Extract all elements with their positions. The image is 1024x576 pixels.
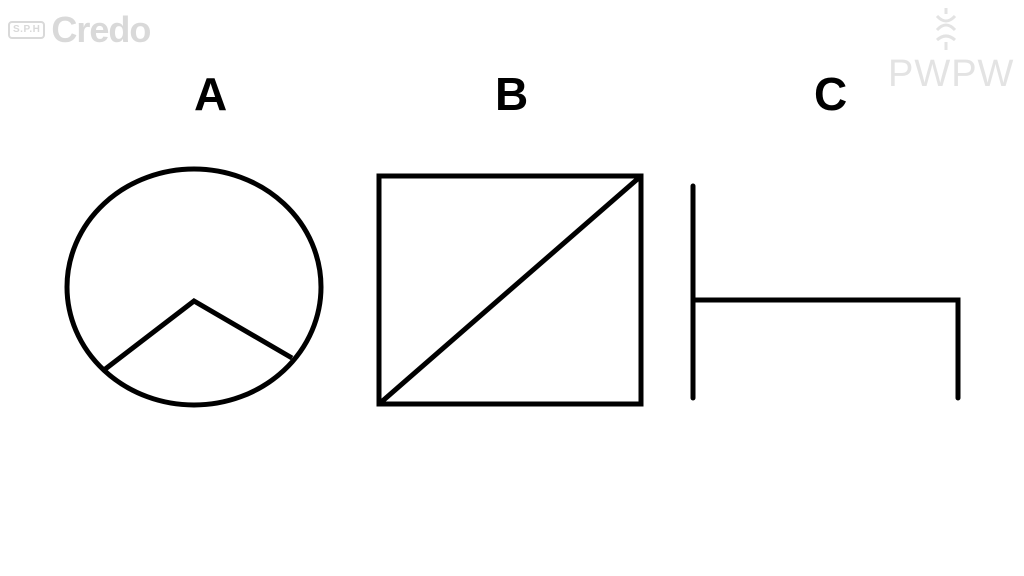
figure-a <box>64 166 324 408</box>
figure-b-diagonal <box>377 174 643 406</box>
emblem-icon <box>935 8 957 50</box>
figure-a-chevron <box>102 297 294 372</box>
figure-a-circle <box>64 166 324 408</box>
figure-b <box>376 173 644 407</box>
watermark-brand: Credo <box>51 9 151 50</box>
label-c: C <box>814 68 848 120</box>
watermark-text: PWPW <box>888 53 1015 95</box>
figure-c-bracket <box>690 297 961 401</box>
label-b: B <box>495 68 529 120</box>
watermark-pwpw: PWPW <box>888 6 1015 95</box>
watermark-credo: S.P.H Credo <box>8 9 151 50</box>
label-a: A <box>194 68 228 120</box>
figure-b-square <box>376 173 644 407</box>
watermark-badge: S.P.H <box>8 21 46 39</box>
figure-c <box>690 183 961 401</box>
